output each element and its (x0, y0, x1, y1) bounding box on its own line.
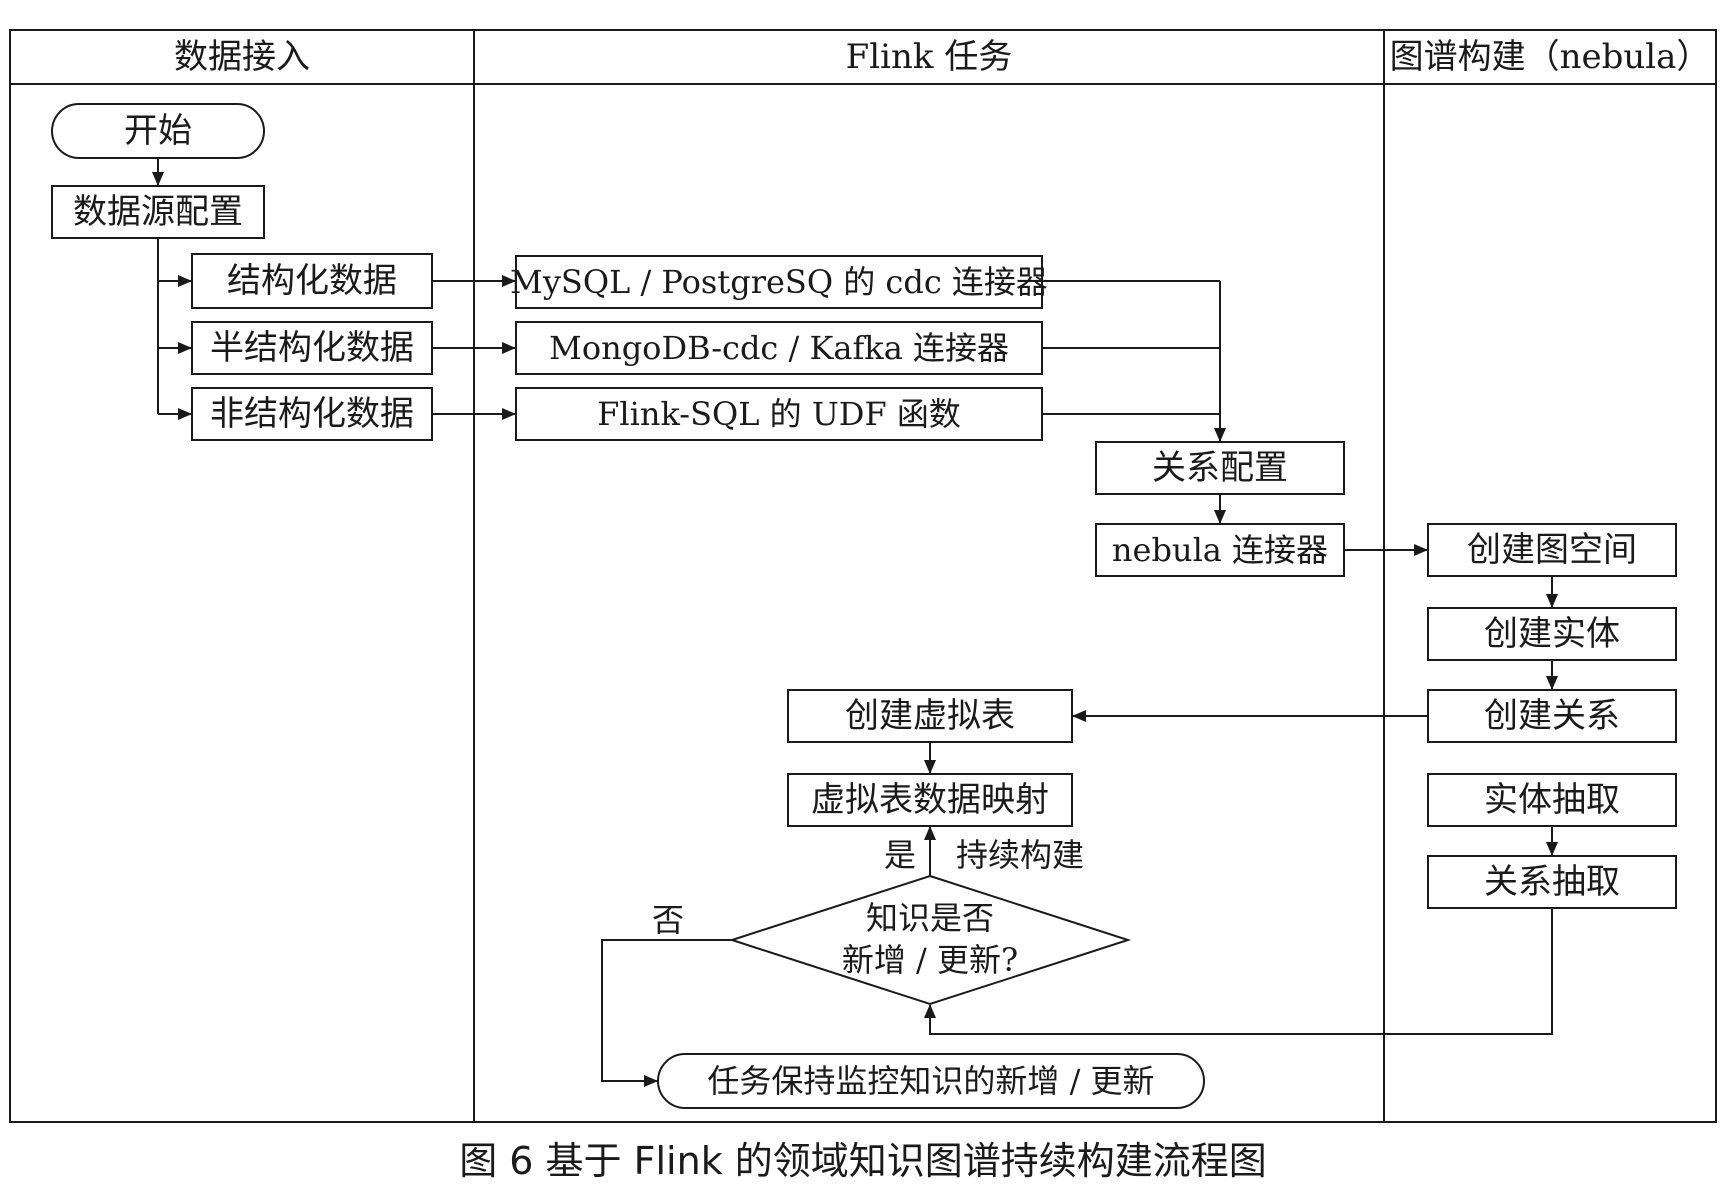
lane-header-flink-task: Flink 任务 (846, 37, 1013, 77)
start-label: 开始 (124, 111, 192, 151)
semi-structured-data-label: 半结构化数据 (210, 328, 414, 368)
virtual-table-mapping-box (787, 773, 1073, 827)
figure-caption: 图 6 基于 Flink 的领域知识图谱持续构建流程图 (459, 1139, 1267, 1183)
lane-header-data-access: 数据接入 (174, 37, 310, 77)
entity-extract-box (1427, 773, 1677, 827)
source-config-label: 数据源配置 (73, 192, 243, 232)
relation-config-label: 关系配置 (1152, 448, 1288, 488)
nebula-connector-label: nebula 连接器 (1112, 531, 1328, 569)
relation-extract-box (1427, 855, 1677, 909)
create-entity-label: 创建实体 (1484, 614, 1620, 654)
create-relation-label: 创建关系 (1484, 696, 1620, 736)
edge-decision-no (601, 939, 732, 1087)
flink-udf-label: Flink-SQL 的 UDF 函数 (597, 395, 961, 433)
decision-label-line1: 知识是否 (866, 899, 994, 937)
structured-data-box (191, 253, 433, 309)
cdc-mysql-box (515, 255, 1043, 309)
cdc-mongo-label: MongoDB-cdc / Kafka 连接器 (549, 329, 1009, 367)
create-virtual-table-box (787, 689, 1073, 743)
unstructured-data-box (191, 387, 433, 441)
flink-udf-box (515, 387, 1043, 441)
entity-extract-label: 实体抽取 (1484, 780, 1620, 820)
monitor-label: 任务保持监控知识的新增 / 更新 (707, 1062, 1154, 1100)
create-space-label: 创建图空间 (1467, 530, 1637, 570)
virtual-table-mapping-label: 虚拟表数据映射 (811, 780, 1049, 820)
create-entity-box (1427, 607, 1677, 661)
decision-label-line2: 新增 / 更新? (842, 941, 1018, 979)
relation-config-box (1095, 441, 1345, 495)
create-virtual-table-label: 创建虚拟表 (845, 696, 1015, 736)
edge-label-no: 否 (652, 901, 684, 939)
unstructured-data-label: 非结构化数据 (210, 394, 414, 434)
swimlane-frame (9, 29, 1717, 1123)
edge-relation-extract-to-decision (924, 908, 1553, 1035)
cdc-mysql-label: MySQL / PostgreSQ 的 cdc 连接器 (510, 263, 1048, 301)
edge-label-yes: 是 (884, 836, 916, 874)
edge-label-continue: 持续构建 (956, 836, 1084, 874)
semi-structured-data-box (191, 321, 433, 375)
structured-data-label: 结构化数据 (227, 261, 397, 301)
nebula-connector-box (1095, 523, 1345, 577)
relation-extract-label: 关系抽取 (1484, 862, 1620, 902)
source-config-box (51, 185, 265, 239)
lane-header-graph-build: 图谱构建（nebula） (1390, 37, 1711, 77)
monitor-terminator (657, 1053, 1205, 1109)
decision-diamond (728, 874, 1132, 1006)
